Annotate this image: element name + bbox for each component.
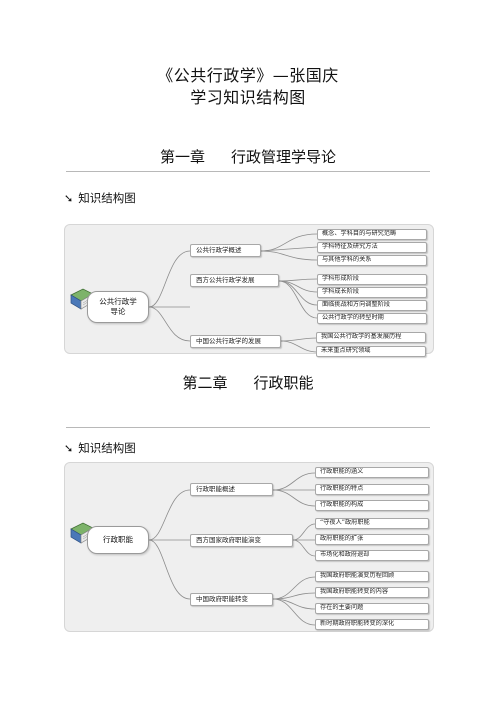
root-line-2: 导论 bbox=[110, 307, 126, 316]
leaf-node: 行政职能的涵义 bbox=[315, 467, 429, 478]
branch-node: 西方公共行政学发展 bbox=[190, 274, 279, 287]
branch-node: 中国公共行政学的发展 bbox=[190, 335, 281, 348]
leaf-node: 学科形成阶段 bbox=[317, 274, 427, 285]
chapter-2-heading: 第二章 行政职能 bbox=[0, 372, 496, 393]
branch-node: 公共行政学概述 bbox=[190, 244, 261, 257]
leaf-node: “守夜人”政府职能 bbox=[315, 518, 429, 529]
chapter-2-rule bbox=[66, 427, 430, 428]
root-line-1: 行政职能 bbox=[103, 535, 133, 545]
mindmap-root: 行政职能 bbox=[87, 526, 149, 554]
chapter-1-title: 行政管理学导论 bbox=[231, 148, 337, 166]
leaf-node: 公共行政学的转型时期 bbox=[317, 313, 427, 324]
chapter-1-number: 第一章 bbox=[159, 148, 205, 166]
leaf-node: 行政职能的构成 bbox=[315, 500, 429, 511]
section-label: 知识结构图 bbox=[78, 191, 136, 205]
leaf-node: 新时期政府职能转变的深化 bbox=[315, 619, 429, 630]
root-line-1: 公共行政学 bbox=[99, 297, 137, 307]
mindmap-chapter-1: 公共行政学 导论 公共行政学概述 西方公共行政学发展 中国公共行政学的发展 概念… bbox=[64, 224, 434, 354]
branch-node: 中国政府职能转变 bbox=[190, 593, 273, 606]
leaf-node: 政府职能的扩张 bbox=[315, 534, 429, 545]
mindmap-connectors bbox=[148, 472, 316, 626]
leaf-node: 学科成长阶段 bbox=[317, 287, 427, 298]
leaf-node: 市场化和政府退却 bbox=[315, 550, 429, 561]
mindmap-connectors bbox=[148, 233, 318, 353]
section-label: 知识结构图 bbox=[78, 441, 136, 455]
branch-node: 西方国家政府职能演变 bbox=[190, 534, 293, 547]
leaf-node: 我国政府职能转变的内容 bbox=[315, 587, 429, 598]
leaf-node: 与其他学科的关系 bbox=[317, 255, 427, 266]
leaf-node: 学科特征及研究方法 bbox=[317, 242, 427, 253]
chapter-2-title: 行政职能 bbox=[253, 374, 314, 392]
leaf-node: 行政职能的特点 bbox=[315, 484, 429, 495]
leaf-node: 概念、学科目的与研究范畴 bbox=[317, 229, 427, 240]
chapter-1-heading: 第一章 行政管理学导论 bbox=[0, 146, 496, 167]
chapter-2-section: ➘ 知识结构图 bbox=[64, 440, 136, 456]
chapter-2-number: 第二章 bbox=[182, 374, 228, 392]
document-subtitle: 学习知识结构图 bbox=[190, 88, 306, 107]
arrow-down-right-icon: ➘ bbox=[64, 441, 74, 455]
mindmap-root: 公共行政学 导论 bbox=[87, 291, 149, 323]
mindmap-chapter-2: 行政职能 行政职能概述 西方国家政府职能演变 中国政府职能转变 行政职能的涵义 … bbox=[64, 462, 434, 632]
branch-node: 行政职能概述 bbox=[190, 483, 273, 496]
leaf-node: 面临挑战和方向调整阶段 bbox=[317, 300, 427, 311]
chapter-1-rule bbox=[66, 171, 430, 172]
document-title: 《公共行政学》—张国庆 bbox=[157, 66, 339, 85]
leaf-node: 存在的主要问题 bbox=[315, 603, 429, 614]
leaf-node: 我国政府职能演变历程回顾 bbox=[315, 571, 429, 582]
chapter-1-section: ➘ 知识结构图 bbox=[64, 190, 136, 206]
arrow-down-right-icon: ➘ bbox=[64, 191, 74, 205]
